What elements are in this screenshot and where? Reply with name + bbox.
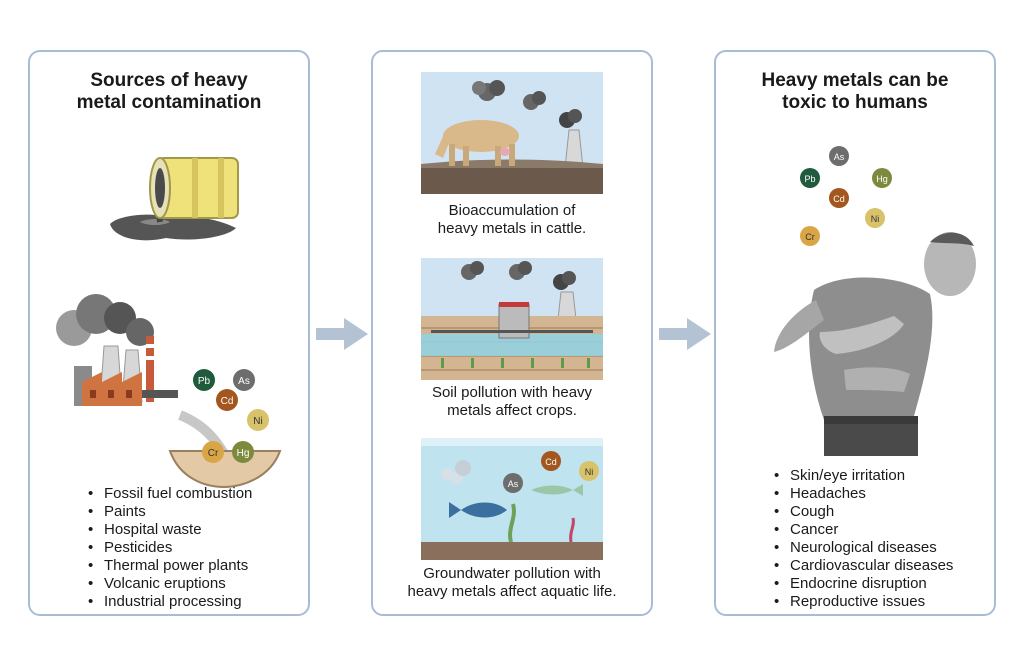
toxicity-panel: Heavy metals can be toxic to humans As P… <box>714 50 996 616</box>
ni-ion: Ni <box>579 461 599 481</box>
crops-scene <box>421 258 603 380</box>
svg-text:Hg: Hg <box>876 174 888 184</box>
list-item: Hospital waste <box>84 521 252 539</box>
toxicity-metal-ions: As Pb Hg Cd Ni Cr <box>800 146 892 246</box>
ni-ion: Ni <box>247 409 269 431</box>
toxicity-list: Skin/eye irritation Headaches Cough Canc… <box>770 467 953 611</box>
sources-panel: Sources of heavy metal contamination Pb <box>28 50 310 616</box>
crops-caption: Soil pollution with heavy metals affect … <box>431 384 593 419</box>
cd-ion: Cd <box>541 451 561 471</box>
svg-text:Cr: Cr <box>805 232 815 242</box>
list-item: Cough <box>770 503 953 521</box>
aquatic-scene <box>421 438 603 560</box>
sick-person-illustration <box>774 232 976 456</box>
svg-text:Hg: Hg <box>237 448 250 459</box>
aquatic-caption: Groundwater pollution with heavy metals … <box>407 565 617 600</box>
hg-ion: Hg <box>232 441 254 463</box>
list-item: Thermal power plants <box>84 557 252 575</box>
svg-text:Pb: Pb <box>198 376 211 387</box>
svg-text:Cd: Cd <box>221 396 234 407</box>
sources-title: Sources of heavy metal contamination <box>76 70 262 113</box>
svg-text:Ni: Ni <box>253 416 262 427</box>
cattle-scene <box>421 72 603 194</box>
ni-ion: Ni <box>865 208 885 228</box>
list-item: Volcanic eruptions <box>84 575 252 593</box>
list-item: Paints <box>84 503 252 521</box>
list-item: Cardiovascular diseases <box>770 557 953 575</box>
list-item: Reproductive issues <box>770 593 953 611</box>
effects-panel: Bioaccumulation of heavy metals in cattl… <box>371 50 653 616</box>
svg-text:Pb: Pb <box>804 174 815 184</box>
cr-ion: Cr <box>800 226 820 246</box>
cattle-caption: Bioaccumulation of heavy metals in cattl… <box>437 202 587 237</box>
svg-text:As: As <box>508 479 519 489</box>
svg-text:Cr: Cr <box>208 448 219 459</box>
as-ion: As <box>503 473 523 493</box>
pb-ion: Pb <box>193 369 215 391</box>
svg-text:Cd: Cd <box>545 457 557 467</box>
cr-ion: Cr <box>202 441 224 463</box>
svg-text:Cd: Cd <box>833 194 845 204</box>
svg-text:Ni: Ni <box>871 214 880 224</box>
oil-barrel-illustration <box>110 157 239 241</box>
list-item: Pesticides <box>84 539 252 557</box>
flow-arrow-icon <box>659 318 711 350</box>
svg-text:As: As <box>834 152 845 162</box>
list-item: Headaches <box>770 485 953 503</box>
as-ion: As <box>829 146 849 166</box>
svg-text:Ni: Ni <box>585 467 594 477</box>
list-item: Fossil fuel combustion <box>84 485 252 503</box>
pb-ion: Pb <box>800 168 820 188</box>
list-item: Industrial processing <box>84 593 252 611</box>
waste-discharge-illustration <box>168 410 282 489</box>
list-item: Neurological diseases <box>770 539 953 557</box>
hg-ion: Hg <box>872 168 892 188</box>
sources-list: Fossil fuel combustion Paints Hospital w… <box>84 485 252 611</box>
list-item: Skin/eye irritation <box>770 467 953 485</box>
cd-ion: Cd <box>829 188 849 208</box>
toxicity-title: Heavy metals can be toxic to humans <box>761 70 949 113</box>
list-item: Cancer <box>770 521 953 539</box>
aquatic-metal-ions: As Cd Ni <box>503 451 599 493</box>
as-ion: As <box>233 369 255 391</box>
flow-arrow-icon <box>316 318 368 350</box>
list-item: Endocrine disruption <box>770 575 953 593</box>
svg-text:As: As <box>238 376 250 387</box>
sources-metal-ions: Pb As Cd Ni Cr Hg <box>193 369 269 463</box>
factory-illustration <box>56 294 178 406</box>
cd-ion: Cd <box>216 389 238 411</box>
